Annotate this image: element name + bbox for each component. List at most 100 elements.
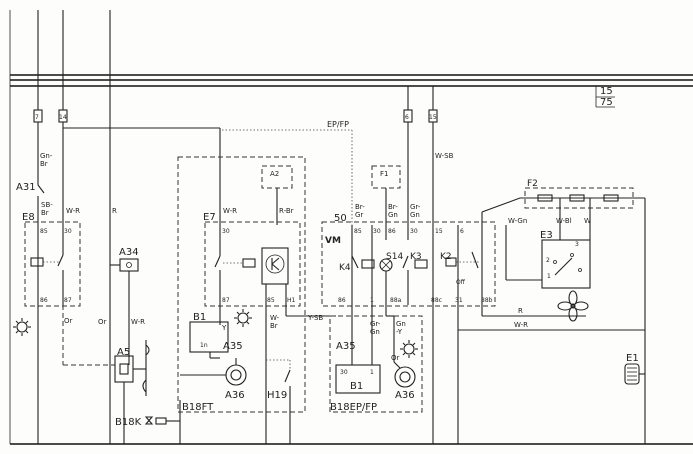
- pin-label: 15: [435, 228, 443, 235]
- fan-icon: [557, 290, 589, 322]
- wire-or-2: Or: [98, 318, 107, 326]
- wire-w-gn: W-Gn: [508, 217, 527, 225]
- a36-left-label: A36: [225, 390, 245, 401]
- feed-wires: [37, 10, 434, 444]
- h19-switch: [266, 359, 291, 444]
- wire-gr-gn2-1: Gr-: [370, 320, 381, 328]
- pin-label: 88c: [431, 297, 442, 304]
- wire-w-br-2: Br: [270, 322, 278, 330]
- b1-right-sensor: [335, 364, 381, 394]
- wire-sb-br-2: Br: [41, 209, 49, 217]
- pin-label: 1: [370, 369, 374, 376]
- e8-relay: [24, 221, 81, 307]
- pin-label: 30: [64, 228, 72, 235]
- fuse-7: 7: [33, 109, 43, 123]
- pin-label: 87: [222, 297, 230, 304]
- k2-label: K2: [440, 252, 452, 262]
- e3-label: E3: [540, 230, 553, 241]
- wire-br-gr-2: Gr: [355, 211, 363, 219]
- a5-label: A5: [117, 347, 130, 358]
- bus-label-75: 75: [600, 97, 613, 108]
- wire-w: W: [584, 217, 591, 225]
- pin-label: 86: [40, 297, 48, 304]
- wire-w-sb: W-SB: [435, 152, 454, 160]
- wire-br-gr-1: Br-: [355, 203, 365, 211]
- wire-r: R: [112, 207, 117, 215]
- pin-label: 88a: [390, 297, 402, 304]
- pin-label: 86: [338, 297, 346, 304]
- pin-label: 31: [455, 297, 463, 304]
- a31-label: A31: [16, 182, 36, 193]
- fuse-14: 14: [58, 109, 68, 123]
- h19-label: H19: [267, 390, 287, 401]
- b1-left-sensor: [189, 305, 229, 359]
- vm-block-number: 50: [334, 213, 347, 224]
- a31-switch: [37, 184, 45, 225]
- wire-ep-fp: EP/FP: [327, 120, 349, 129]
- pin-label: 88b: [481, 297, 493, 304]
- pin-label: 1n: [200, 342, 208, 349]
- b18k-sensor: [144, 400, 181, 444]
- f1-label: F1: [380, 170, 388, 178]
- wire-w-r-a34: W-R: [131, 318, 145, 326]
- e1-heater: [624, 363, 645, 385]
- wire-gn-br-2: Br: [40, 160, 48, 168]
- e8-label: E8: [22, 212, 35, 223]
- e1-label: E1: [626, 353, 639, 364]
- pin-label: 1: [547, 273, 551, 280]
- wire-r-br: R-Br: [279, 207, 294, 215]
- s14-label: S14: [386, 252, 403, 262]
- a34-switch: [110, 258, 139, 365]
- e7-relay: [204, 221, 301, 307]
- a36-right-gauge: [393, 361, 416, 388]
- bus-label-15: 15: [600, 86, 613, 97]
- wire-br-gn-2: Gn: [388, 211, 398, 219]
- k2-off-label: Off: [456, 279, 466, 286]
- pin-label: 85: [267, 297, 275, 304]
- b18epfp-box: [329, 315, 423, 413]
- wire-gr-gn-1: Gr-: [410, 203, 421, 211]
- wire-w-r-bottom: W-R: [514, 321, 528, 329]
- e3-fan-switch: [505, 225, 591, 289]
- k3-label: K3: [410, 252, 422, 262]
- wire-sb-br-1: SB-: [41, 201, 53, 209]
- wire-gr-gn2-2: Gn: [370, 328, 380, 336]
- pin-label: 15: [429, 114, 437, 121]
- wire-w-bl: W-Bl: [556, 217, 572, 225]
- pin-label: 6: [460, 228, 464, 235]
- a36-left-gauge: [180, 358, 247, 386]
- a35-left-label: A35: [223, 341, 243, 352]
- pin-label: 2: [546, 257, 550, 264]
- wire-gr-gn-2: Gn: [410, 211, 420, 219]
- a36-right-label: A36: [395, 390, 415, 401]
- pin-label: 85: [354, 228, 362, 235]
- wire-gn-y-2: -Y: [396, 328, 403, 336]
- a2-component: [261, 165, 293, 225]
- vm-relay-block: [321, 221, 496, 307]
- pin-label: 14: [59, 114, 67, 121]
- pin-label: H1: [287, 297, 296, 304]
- pin-label: 30: [410, 228, 418, 235]
- pin-label: 85: [40, 228, 48, 235]
- wire-y-sb: Y-SB: [307, 314, 323, 322]
- b18ft-label: B18FT: [182, 402, 214, 413]
- wire-r-bottom: R: [518, 307, 523, 315]
- b18k-label: B18K: [115, 417, 142, 428]
- wire-gn-br-1: Gn-: [40, 152, 53, 160]
- f1-component: [371, 165, 401, 225]
- wire-or-3: Or: [391, 354, 400, 362]
- f2-resistors: [481, 187, 646, 444]
- wire-gn-y-1: Gn: [396, 320, 406, 328]
- pin-label: 30: [222, 228, 230, 235]
- f2-label: F2: [527, 179, 538, 189]
- pin-label: 30: [373, 228, 381, 235]
- pin-label: 30: [340, 369, 348, 376]
- wire-or-1: Or: [64, 317, 73, 325]
- b18ft-box: [177, 156, 306, 413]
- a5-fan-motor: [114, 340, 150, 444]
- pin-label: 87: [64, 297, 72, 304]
- sun-icon-epfp: [400, 340, 418, 358]
- k4-label: K4: [339, 263, 351, 273]
